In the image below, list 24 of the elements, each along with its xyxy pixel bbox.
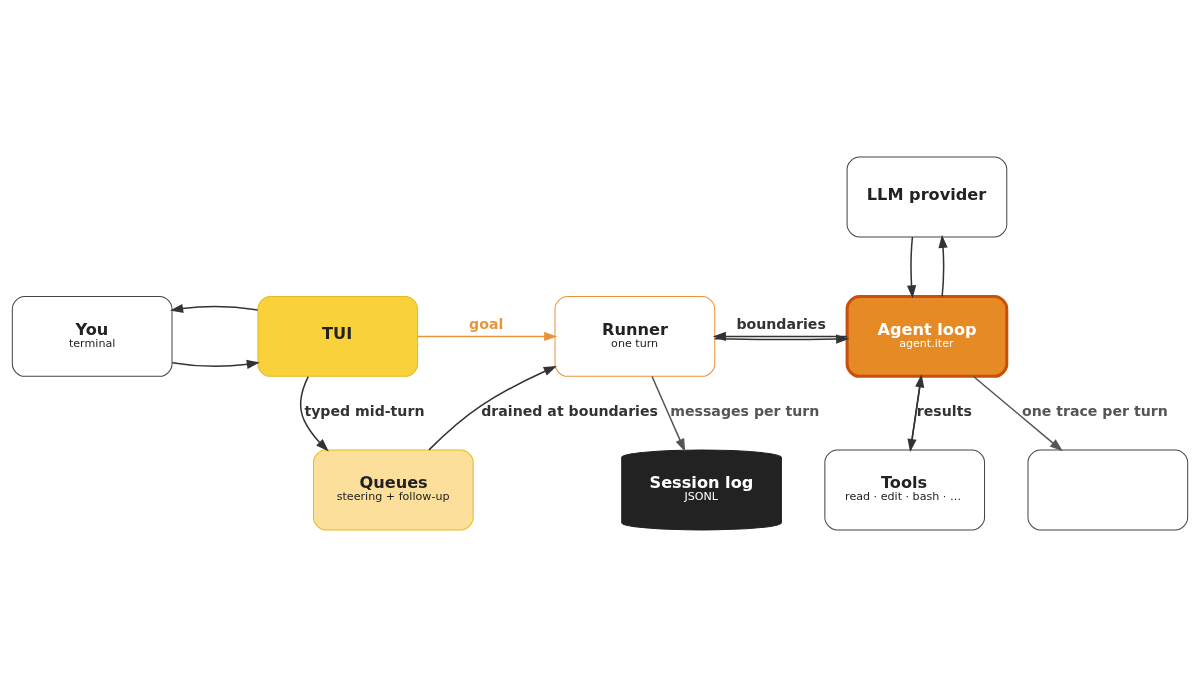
node-box: Queues steering + follow-up bbox=[313, 449, 474, 530]
edge-label: one trace per turn bbox=[1021, 402, 1168, 419]
arrow bbox=[906, 235, 917, 299]
node-box: Runner one turn bbox=[554, 295, 716, 377]
arrow bbox=[170, 303, 259, 313]
arrow bbox=[972, 375, 1063, 451]
edge-label: drained at boundaries bbox=[481, 402, 658, 419]
edge-label: results bbox=[916, 402, 972, 419]
node-box: You terminal bbox=[11, 295, 173, 377]
arrow bbox=[651, 375, 686, 452]
arrow bbox=[938, 234, 948, 297]
edge-label: messages per turn bbox=[670, 402, 820, 419]
arrow bbox=[299, 375, 329, 452]
arrow bbox=[417, 331, 558, 341]
edge-label: goal bbox=[469, 315, 504, 332]
node-box: LLM provider bbox=[846, 156, 1008, 237]
node-box: Agent loop agent.iter bbox=[845, 294, 1009, 378]
arrow bbox=[428, 365, 557, 451]
node-box: Tools read · edit · bash · … bbox=[824, 449, 986, 530]
arrow bbox=[171, 359, 260, 369]
edge-label: typed mid-turn bbox=[304, 402, 425, 419]
node-box: TUI bbox=[257, 295, 419, 377]
node-box bbox=[1027, 449, 1189, 530]
edge-label: boundaries bbox=[736, 315, 826, 332]
